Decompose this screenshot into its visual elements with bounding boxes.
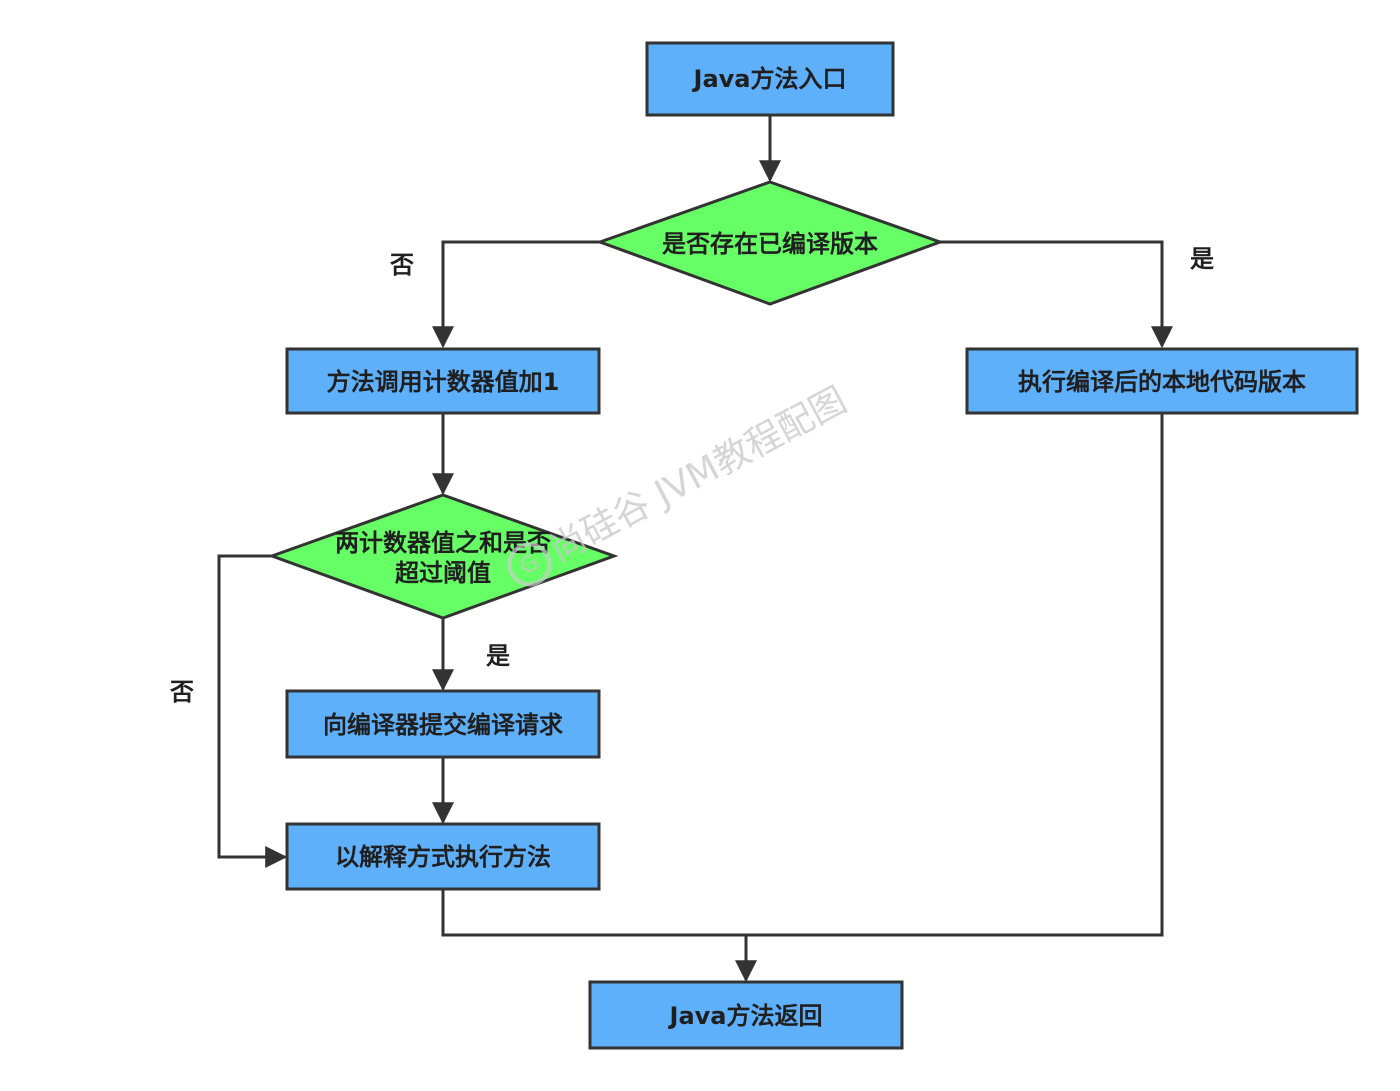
decision-diamond	[595, 180, 945, 306]
edge-label-compiled-yes: 是	[1190, 245, 1214, 273]
watermark-logo-icon	[507, 542, 552, 587]
process-box	[965, 347, 1359, 415]
connectors	[217, 115, 1173, 983]
node-interpret: 以解释方式执行方法	[285, 822, 601, 891]
process-box	[588, 980, 904, 1050]
edge-decision-yes	[940, 240, 1173, 349]
edge-interpret-to-merge	[441, 413, 1164, 937]
node-submit-compile-label: 向编译器提交编译请求	[323, 711, 563, 739]
node-run-native-label: 执行编译后的本地代码版本	[1018, 368, 1306, 396]
node-return: Java方法返回	[588, 980, 904, 1050]
node-has-compiled-label: 是否存在已编译版本	[662, 230, 878, 258]
process-box	[285, 822, 601, 891]
node-has-compiled: 是否存在已编译版本	[595, 180, 945, 306]
edge-decision-no	[432, 240, 600, 349]
node-submit-compile: 向编译器提交编译请求	[285, 689, 601, 759]
decision-diamond	[267, 493, 619, 620]
node-counter-increment: 方法调用计数器值加1	[285, 347, 601, 415]
process-box	[285, 689, 601, 759]
edge-threshold-no	[217, 554, 288, 868]
node-entry-label: Java方法入口	[692, 65, 847, 93]
node-entry: Java方法入口	[645, 41, 895, 117]
node-run-native: 执行编译后的本地代码版本	[965, 347, 1359, 415]
node-return-label: Java方法返回	[668, 1002, 823, 1030]
node-threshold-label-line2: 超过阈值	[395, 559, 491, 587]
node-interpret-label: 以解释方式执行方法	[335, 843, 551, 871]
process-box	[645, 41, 895, 117]
node-threshold-label-line1: 两计数器值之和是否	[335, 529, 551, 557]
process-box	[285, 347, 601, 415]
edge-label-threshold-yes: 是	[486, 642, 510, 670]
node-counter-increment-label: 方法调用计数器值加1	[327, 368, 560, 396]
edge-label-compiled-no: 否	[389, 251, 414, 279]
edge-label-threshold-no: 否	[169, 678, 194, 706]
